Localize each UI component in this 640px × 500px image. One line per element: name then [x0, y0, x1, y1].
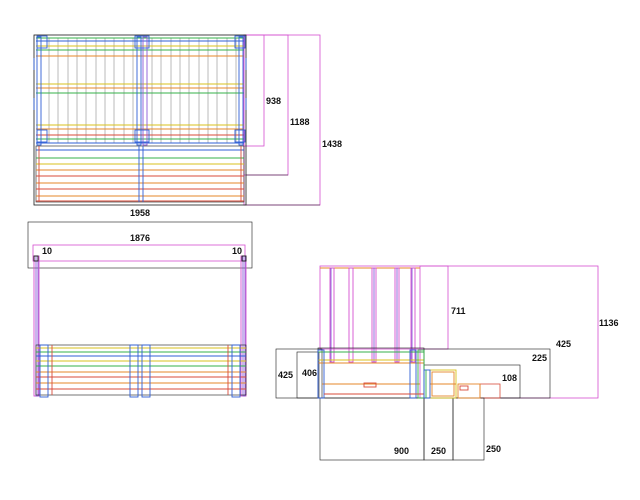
dimension-box-250-b [452, 397, 485, 461]
top-base [35, 145, 245, 203]
dimension-1136: 1136 [599, 318, 619, 328]
slat-grid [48, 38, 237, 143]
dimension-box-1958 [27, 221, 253, 269]
dimension-900: 900 [394, 446, 409, 456]
dimension-425-right: 425 [556, 339, 571, 349]
front-view: 1958 1876 10 10 [27, 208, 253, 398]
side-uprights [320, 267, 420, 363]
dimension-10-right: 10 [232, 246, 242, 256]
top-rails [36, 37, 244, 144]
dimension-250-a: 250 [431, 446, 446, 456]
dimension-225: 225 [532, 353, 547, 363]
front-end-posts [33, 255, 247, 397]
top-view: 938 1188 1438 [33, 34, 342, 206]
dimension-1958: 1958 [130, 208, 150, 218]
dimension-406: 406 [302, 368, 317, 378]
dimension-box-1876 [32, 244, 246, 262]
dimension-250-b: 250 [486, 444, 501, 454]
dimension-box-711 [319, 265, 449, 350]
top-frame-outline [33, 34, 247, 206]
dimension-10-left: 10 [42, 246, 52, 256]
top-posts [33, 35, 247, 146]
side-view: 711 1136 425 225 108 425 406 900 250 250 [275, 265, 619, 461]
dimension-box-938 [243, 34, 265, 147]
dimension-108: 108 [502, 373, 517, 383]
side-base [317, 347, 425, 399]
dimension-711: 711 [451, 306, 466, 316]
dimension-1188: 1188 [290, 117, 310, 127]
side-step [423, 369, 481, 399]
dimension-1438: 1438 [322, 139, 342, 149]
dimension-box-406 [296, 351, 320, 399]
dimension-1876: 1876 [130, 233, 150, 243]
dimension-425-left: 425 [278, 370, 293, 380]
front-base [35, 344, 247, 398]
dimension-box-108 [479, 383, 501, 399]
dimension-938: 938 [266, 96, 281, 106]
